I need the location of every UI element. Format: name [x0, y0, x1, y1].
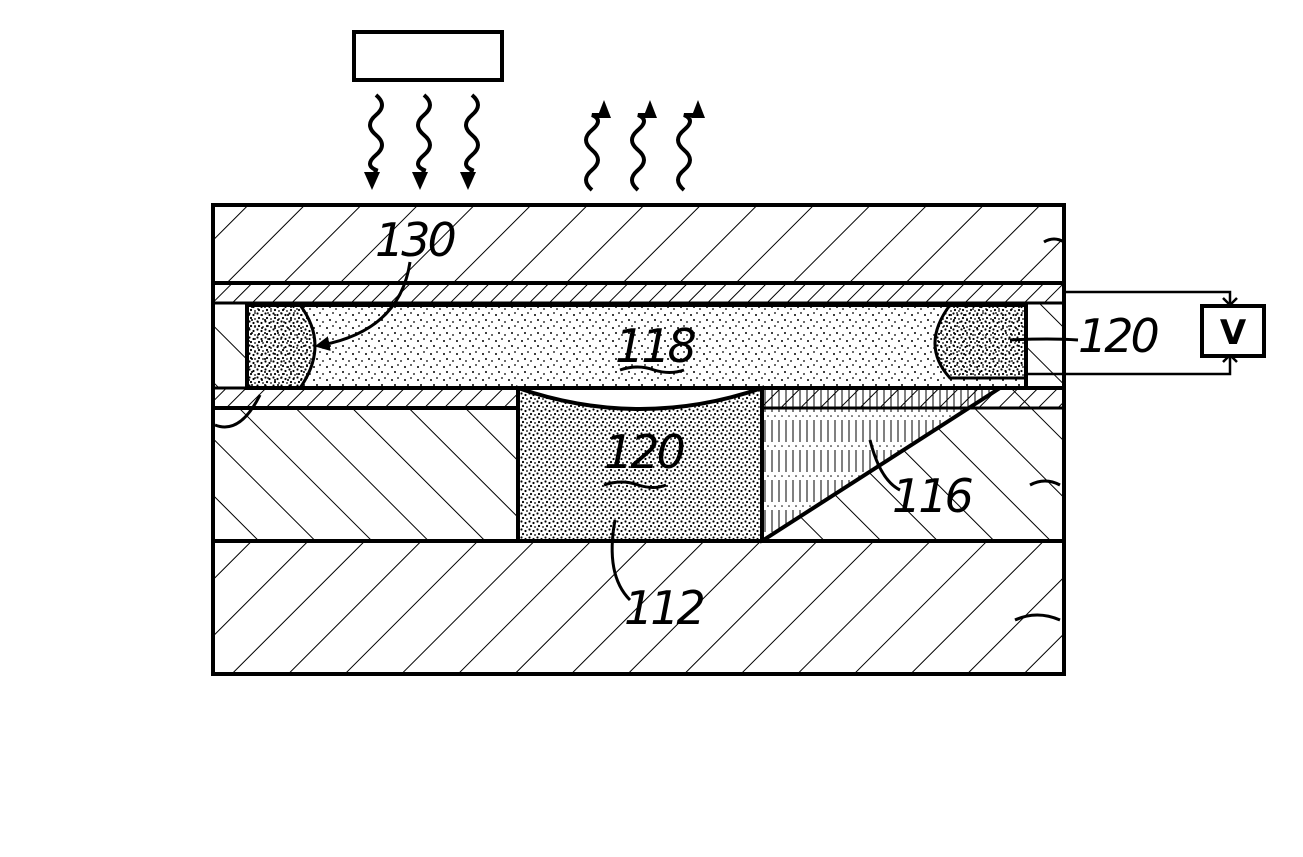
ref-label-130: 130 [375, 213, 455, 267]
outgoing-wave-2 [630, 113, 650, 192]
break-marks [214, 237, 1065, 622]
leader-120-right [1009, 337, 1079, 342]
top-electrode-layer [211, 281, 1066, 305]
fluid-chamber-118 [245, 303, 1028, 390]
underline-120-center [603, 480, 667, 489]
ref-label-116: 116 [892, 469, 973, 523]
left-block [211, 406, 520, 543]
light-source-box [352, 30, 504, 82]
ref-label-120-center: 120 [604, 425, 684, 479]
incoming-light-waves [368, 93, 480, 184]
ref-label-112: 112 [624, 581, 704, 635]
top-substrate [211, 203, 1066, 285]
outgoing-wave-1 [584, 113, 604, 192]
outgoing-arrowheads [597, 100, 705, 118]
incoming-arrowheads [364, 172, 476, 190]
right-droplet-120 [933, 303, 1028, 380]
circuit-wire-bottom [1026, 356, 1232, 376]
leader-116 [868, 439, 901, 492]
leader-130 [314, 261, 412, 351]
ref-label-120-right: 120 [1078, 309, 1158, 363]
arrowhead-down-1 [364, 172, 380, 190]
bottom-substrate [211, 539, 1066, 676]
voltage-source-label: V [1220, 313, 1247, 353]
outgoing-light-waves [584, 113, 698, 192]
voltage-source-box [1200, 304, 1266, 358]
outgoing-wave-3 [676, 113, 698, 192]
arrowhead-up-3 [691, 100, 705, 118]
arrowhead-down-3 [460, 172, 476, 190]
underline-118 [619, 365, 685, 374]
arrowhead-up-1 [597, 100, 611, 118]
incoming-wave-3 [464, 93, 480, 184]
incoming-wave-2 [416, 93, 432, 184]
ref-label-118: 118 [615, 319, 696, 373]
left-spacer [211, 301, 249, 390]
left-droplet-120 [245, 303, 317, 390]
arrowhead-down-2 [412, 172, 428, 190]
leader-112 [610, 519, 632, 602]
incoming-wave-1 [368, 93, 384, 184]
arrowhead-up-2 [643, 100, 657, 118]
circuit-wire-top [1064, 290, 1232, 303]
